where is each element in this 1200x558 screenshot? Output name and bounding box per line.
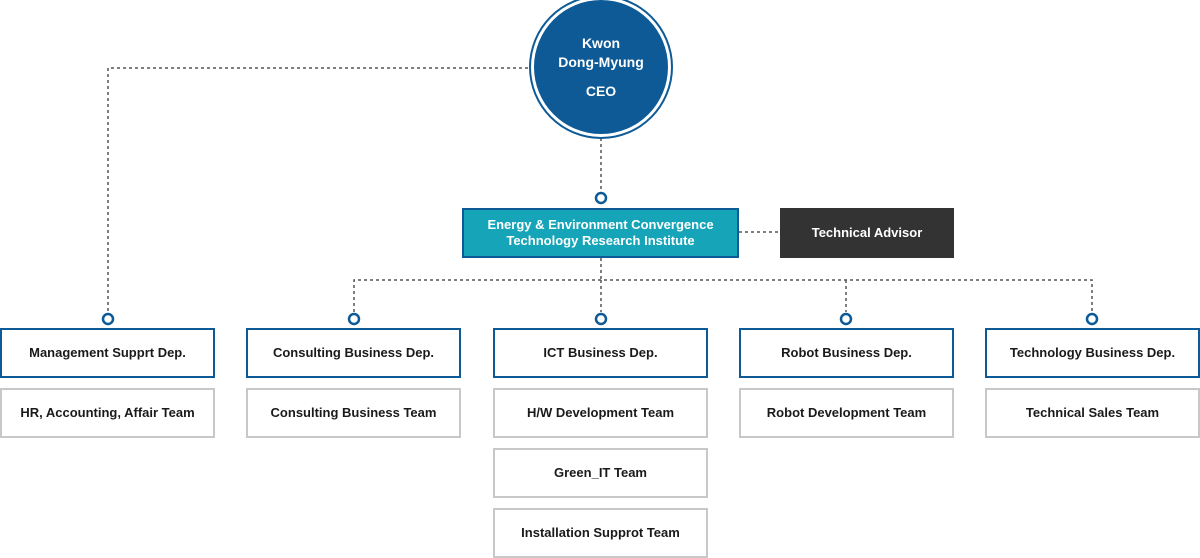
team-green-it: Green_IT Team [493, 448, 708, 498]
technical-advisor-node: Technical Advisor [780, 208, 954, 258]
connector-dot [594, 191, 608, 205]
team-consulting-business: Consulting Business Team [246, 388, 461, 438]
team-hr-accounting-affair: HR, Accounting, Affair Team [0, 388, 215, 438]
institute-node: Energy & Environment Convergence Technol… [462, 208, 739, 258]
team-technical-sales: Technical Sales Team [985, 388, 1200, 438]
connector-dot [594, 312, 608, 326]
team-hw-development: H/W Development Team [493, 388, 708, 438]
ceo-to-management-line [107, 67, 534, 312]
institute-name-line2: Technology Research Institute [506, 233, 695, 248]
team-installation-support: Installation Supprot Team [493, 508, 708, 558]
connector-dot [839, 312, 853, 326]
department-management: Management Supprt Dep. [0, 328, 215, 378]
department-ict: ICT Business Dep. [493, 328, 708, 378]
connector-dot [347, 312, 361, 326]
department-bus-line [353, 279, 1093, 312]
ceo-node: Kwon Dong-Myung CEO [534, 0, 668, 134]
institute-name-line1: Energy & Environment Convergence [487, 217, 714, 232]
department-consulting: Consulting Business Dep. [246, 328, 461, 378]
department-robot: Robot Business Dep. [739, 328, 954, 378]
ceo-name-line1: Kwon [581, 34, 621, 51]
team-robot-development: Robot Development Team [739, 388, 954, 438]
connector-dot [1085, 312, 1099, 326]
connector-dot [101, 312, 115, 326]
ceo-name-line2: Dong-Myung [558, 53, 644, 70]
department-technology: Technology Business Dep. [985, 328, 1200, 378]
ceo-title: CEO [585, 82, 617, 99]
